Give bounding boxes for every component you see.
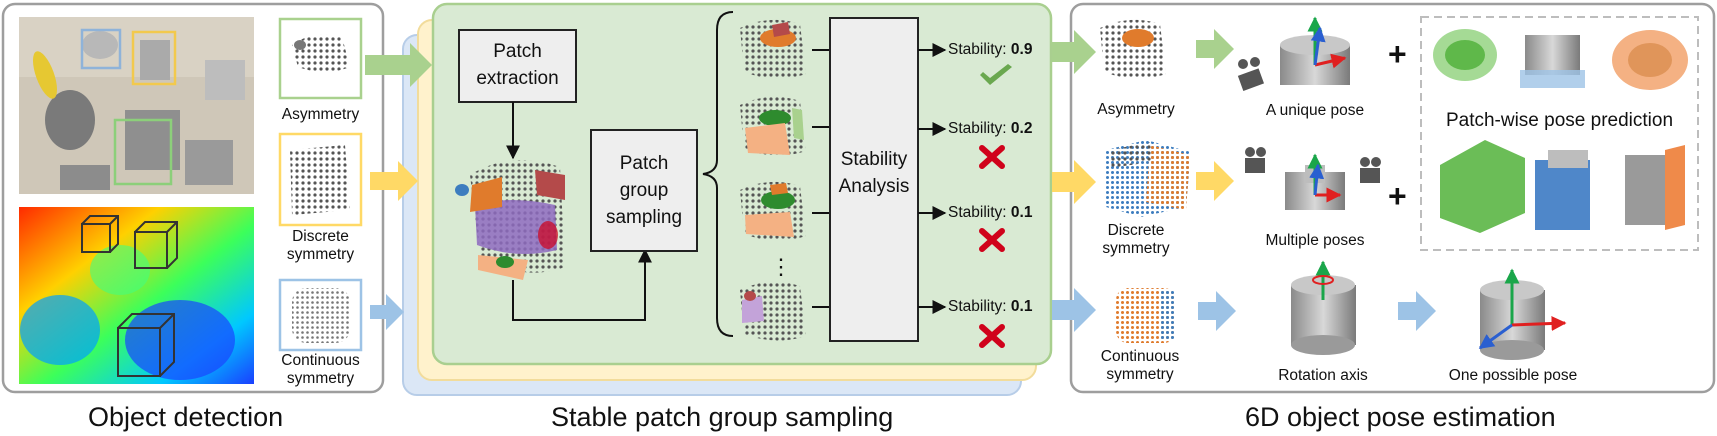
stability-analysis-text: Stability Analysis [838,149,910,197]
rotation-axis-object [1291,260,1356,355]
asymmetry-result-cloud [1100,19,1166,79]
patch-group-sampling-text: Patch group sampling [605,153,683,228]
patch-wise-label: Patch-wise pose prediction [1445,110,1674,131]
discrete-symmetry-thumbnail [278,132,363,227]
continuous-result-label: Continuous symmetry [1100,348,1180,383]
ellipsis: ⋮ [770,254,792,279]
patch-group-sampling-box [590,129,698,252]
multiple-poses-object [1285,153,1345,210]
plus-sign-2: + [1388,178,1407,214]
stability-analysis-box [829,17,919,342]
asymmetry-result-label: Asymmetry [1097,101,1175,118]
continuous-symmetry-thumbnail [278,278,363,352]
cross-icon [979,145,1005,169]
return-arrow [512,248,652,321]
patch-extraction-text: Patch extraction [476,41,559,89]
patch-group-samples [740,19,806,341]
rgb-scene-image [19,17,254,194]
camera-icon [1245,147,1266,173]
cross-icon [979,324,1005,348]
continuous-result-cloud [1116,288,1176,343]
blue-flow-arrow [370,294,404,330]
one-pose-label: One possible pose [1448,367,1578,384]
plus-sign-1: + [1388,36,1407,72]
yellow-output-arrow [1052,160,1096,204]
discrete-result-cloud [1106,140,1191,217]
patch-wise-objects [1433,29,1688,233]
stability-score-4: Stability: 0.1 [948,298,1033,315]
check-icon [980,64,1012,85]
pose-title: 6D object pose estimation [1245,402,1556,432]
multiple-poses-label: Multiple poses [1265,232,1365,249]
one-possible-pose-object [1478,268,1567,360]
green-flow-arrow [365,43,432,87]
pose-panel [1069,2,1716,394]
patch-extraction-box [458,29,577,103]
segmented-point-cloud [455,160,565,280]
cross-icon [979,228,1005,252]
unique-pose-label: A unique pose [1265,102,1365,119]
curly-brace [702,11,734,337]
detection-title: Object detection [88,402,284,432]
continuous-symmetry-label: Continuous symmetry [281,352,360,387]
stability-score-3: Stability: 0.1 [948,204,1033,221]
sampling-title: Stable patch group sampling [551,402,894,432]
yellow-flow-arrow [370,161,418,201]
green-output-arrow [1052,30,1096,74]
asymmetry-thumbnail [278,17,363,100]
depth-image [19,207,254,384]
stability-score-2: Stability: 0.2 [948,120,1033,137]
asymmetry-label: Asymmetry [281,106,360,123]
unique-pose-object [1280,16,1350,85]
rotation-axis-label: Rotation axis [1278,367,1368,384]
camera-icon [1360,157,1381,183]
discrete-symmetry-label: Discrete symmetry [286,228,355,263]
stability-score-1: Stability: 0.9 [948,41,1033,58]
blue-output-arrow [1052,288,1096,332]
discrete-result-label: Discrete symmetry [1102,222,1170,257]
camera-icon [1237,57,1265,91]
patch-wise-box [1420,16,1699,251]
